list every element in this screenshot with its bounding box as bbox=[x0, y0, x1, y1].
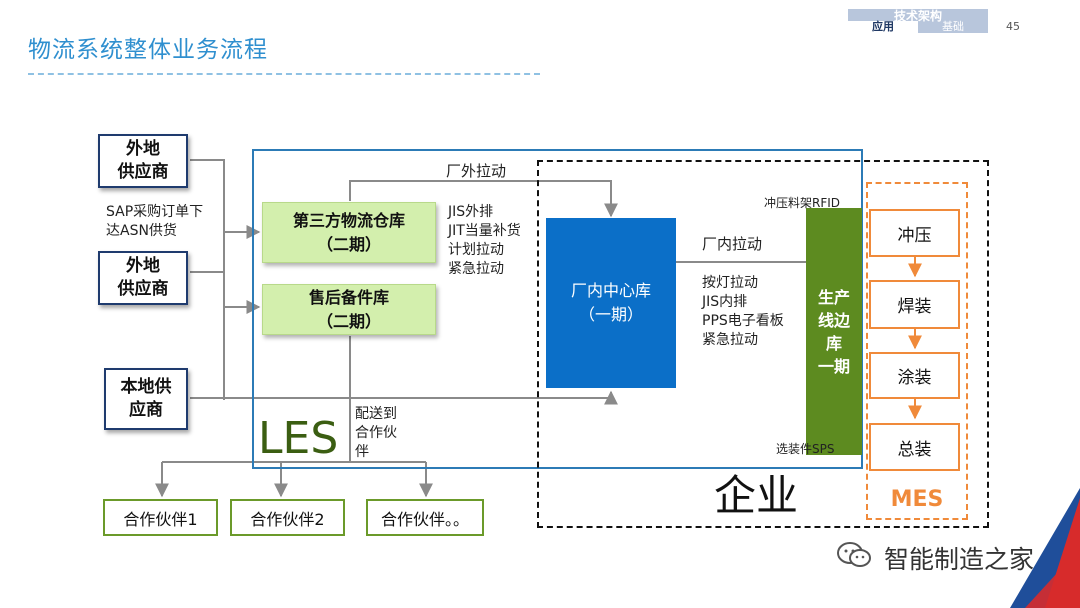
partner-3[interactable]: 合作伙伴。。 bbox=[366, 499, 484, 536]
mes-region-border bbox=[866, 182, 968, 520]
page-title: 物流系统整体业务流程 bbox=[28, 37, 268, 63]
remote-supplier-1[interactable]: 外地 供应商 bbox=[98, 134, 188, 188]
mes-step-stamping[interactable]: 冲压 bbox=[869, 209, 960, 257]
mes-step-painting[interactable]: 涂装 bbox=[869, 352, 960, 399]
sap-asn-note: SAP采购订单下 达ASN供货 bbox=[106, 204, 204, 239]
external-pull-label: 厂外拉动 bbox=[446, 162, 507, 180]
les-label: LES bbox=[258, 413, 339, 464]
sps-label: 选装件SPS bbox=[776, 442, 835, 456]
enterprise-label: 企业 bbox=[714, 471, 799, 520]
section-tab-application[interactable]: 应用 bbox=[848, 21, 918, 33]
partner-1[interactable]: 合作伙伴1 bbox=[103, 499, 218, 536]
title-divider bbox=[28, 73, 540, 75]
third-party-warehouse[interactable]: 第三方物流仓库 （二期） bbox=[262, 202, 436, 263]
local-to-central-arrow bbox=[190, 390, 618, 405]
supplier1-connector bbox=[190, 159, 225, 400]
remote-supplier-2[interactable]: 外地 供应商 bbox=[98, 251, 188, 305]
les-region-border bbox=[252, 149, 863, 469]
central-warehouse[interactable]: 厂内中心库 （一期） bbox=[546, 218, 676, 388]
enterprise-region-border bbox=[537, 160, 989, 528]
line-side-warehouse[interactable]: 生产 线边 库 一期 bbox=[806, 208, 862, 455]
internal-pull-methods: 按灯拉动 JIS内排 PPS电子看板 紧急拉动 bbox=[702, 275, 784, 348]
external-pull-methods: JIS外排 JIT当量补货 计划拉动 紧急拉动 bbox=[448, 204, 521, 277]
section-tab-foundation[interactable]: 基础 bbox=[942, 20, 964, 33]
page-number: 45 bbox=[1006, 20, 1020, 33]
mes-step-welding[interactable]: 焊装 bbox=[869, 280, 960, 329]
internal-pull-label: 厂内拉动 bbox=[702, 235, 763, 253]
watermark: 智能制造之家 bbox=[836, 540, 1034, 576]
local-supplier[interactable]: 本地供 应商 bbox=[104, 368, 188, 430]
wechat-icon bbox=[836, 540, 872, 576]
section-tab-architecture[interactable]: 技术架构 bbox=[893, 9, 942, 23]
watermark-text: 智能制造之家 bbox=[883, 545, 1034, 574]
external-pull-arrow bbox=[349, 180, 618, 218]
partner-2[interactable]: 合作伙伴2 bbox=[230, 499, 345, 536]
deliver-partner-note: 配送到 合作伙 伴 bbox=[355, 406, 397, 460]
mes-label: MES bbox=[890, 487, 944, 512]
corner-decoration bbox=[1010, 488, 1080, 608]
rfid-label: 冲压料架RFID bbox=[764, 196, 841, 210]
aftersales-warehouse[interactable]: 售后备件库 （二期） bbox=[262, 284, 436, 335]
mes-step-assembly[interactable]: 总装 bbox=[869, 423, 960, 471]
